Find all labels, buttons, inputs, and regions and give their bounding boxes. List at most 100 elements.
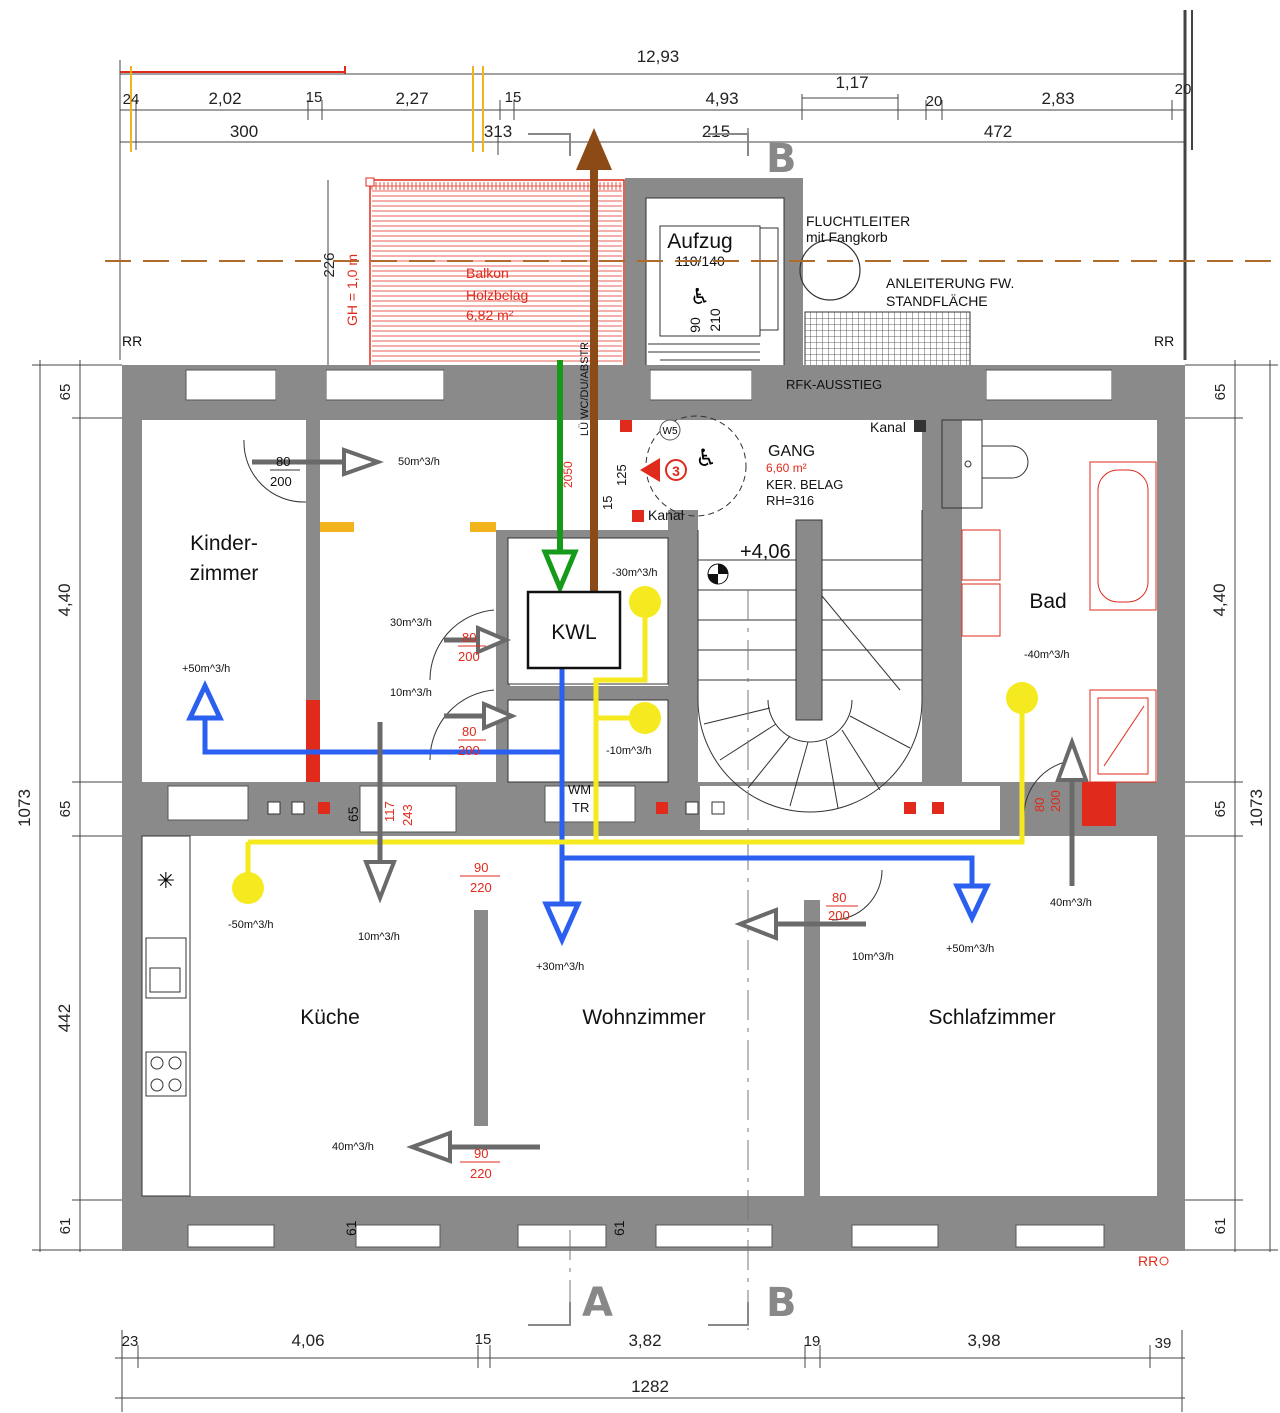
turning-circle [645,415,747,517]
svg-text:80: 80 [1032,798,1047,812]
kanal-label-1: Kanal [870,419,906,435]
fire-access-label: ANLEITERUNG FW. [886,275,1014,291]
room-kinderzimmer-line2: zimmer [190,562,259,585]
svg-text:243: 243 [400,804,415,826]
flow-label: 40m^3/h [1050,897,1092,909]
fire-access-label-2: STANDFLÄCHE [886,293,988,309]
dim-top-2: 2,02 [208,89,241,108]
kanal-label-2: Kanal [648,507,684,523]
dim-bottom-2: 4,06 [291,1331,324,1350]
escape-ladder-label: FLUCHTLEITER [806,213,910,229]
room-schlafzimmer: Schlafzimmer [928,1006,1055,1029]
wall-dim-65: 65 [345,806,361,822]
flow-label: 10m^3/h [852,951,894,963]
flow-label: 50m^3/h [398,456,440,468]
balcony-red-lines [120,66,484,152]
section-b-top: B [766,136,797,182]
dim-left-total: 1073 [15,789,34,827]
section-a-bottom: A [582,1280,613,1326]
room-tr: TR [572,800,589,815]
dim-bottom-total: 1282 [631,1377,669,1396]
shaft-text: LÜ WC/DU/ABSTR [579,342,591,436]
room-gang-height: RH=316 [766,493,814,508]
yellow-marker-2 [470,522,496,532]
wheelchair-icon-hall: ♿ [695,444,717,472]
hall-dim-125: 125 [614,464,629,486]
svg-text:90: 90 [474,860,488,875]
svg-text:80: 80 [462,724,476,739]
svg-text:80: 80 [462,630,476,645]
level-target-icon [707,563,729,585]
dim-left-2: 4,40 [55,583,74,616]
elevator-dim1: 90 [687,317,703,333]
dim-top-9: 2,83 [1041,89,1074,108]
kwl-unit [526,590,622,670]
dim-bottom-6: 3,98 [967,1331,1000,1350]
svg-text:200: 200 [270,474,292,489]
escape-ladder-label-2: mit Fangkorb [806,229,888,245]
elevator-dim2: 210 [707,308,723,332]
marker-3-icon [665,459,687,481]
dim-left-3: 65 [57,801,74,818]
dim-bottom-3: 15 [475,1331,492,1348]
w5-icon [659,419,681,441]
dim-left-5: 61 [57,1218,74,1235]
balcony-area: 6,82 m² [466,307,514,323]
dim-left-4: 442 [55,1004,74,1032]
dim-bottom-4: 3,82 [628,1331,661,1350]
svg-text:80: 80 [832,890,846,905]
dim-bottom-7: 39 [1155,1335,1172,1352]
windows-bottom [187,1224,1105,1248]
dim-top-7: 1,17 [835,73,868,92]
flow-label: -50m^3/h [228,919,274,931]
hall-dim-15: 15 [600,496,615,510]
dim-right-1: 65 [1212,384,1229,401]
room-gang: GANG [768,443,815,460]
staircase [697,510,923,813]
svg-text:80: 80 [276,454,290,469]
rr-right: RR [1154,333,1174,349]
flow-label: +30m^3/h [536,961,584,973]
room-kinderzimmer-line1: Kinder- [190,532,258,555]
svg-text:220: 220 [470,880,492,895]
rr-bottom: RR [1138,1253,1158,1269]
interior [142,420,1157,1196]
svg-text:220: 220 [470,1166,492,1181]
wheelchair-icon: ♿ [690,285,710,310]
flow-label: -40m^3/h [1024,649,1070,661]
flow-label: 30m^3/h [390,617,432,629]
svg-text:90: 90 [474,1146,488,1161]
dim-top-4: 2,27 [395,89,428,108]
elevator-label: Aufzug [667,230,732,253]
svg-text:200: 200 [458,649,480,664]
wall-dim-61b: 61 [611,1220,627,1236]
room-kueche: Küche [300,1006,360,1029]
side-dimensions [32,360,1278,1252]
balcony-floor: Holzbelag [466,287,528,303]
dim-top-total: 12,93 [637,47,680,66]
dim-bottom-1: 23 [122,1333,139,1350]
balcony [365,177,625,367]
dim-bottom-5: 19 [804,1333,821,1350]
level-mark: +4,06 [740,541,791,563]
shafts [267,420,1116,826]
flow-label: -10m^3/h [606,745,652,757]
room-gang-floor: KER. BELAG [766,477,843,492]
dim-right-2: 4,40 [1210,583,1229,616]
yellow-marker-1 [320,522,354,532]
top-dimensions [119,10,1193,360]
dim-top2-4: 472 [984,122,1012,141]
kwl-label: KWL [551,621,597,644]
rfk-label: RFK-AUSSTIEG [786,377,882,392]
bottom-dimensions [115,1330,1185,1412]
dim-top-5: 15 [505,89,522,106]
svg-text:200: 200 [1048,790,1063,812]
flow-label: 10m^3/h [390,687,432,699]
section-b-bottom: B [766,1280,797,1326]
svg-text:117: 117 [382,801,397,822]
dim-top-10: 20 [1175,81,1192,98]
dim-top-3: 15 [306,89,323,106]
flow-label: 40m^3/h [332,1141,374,1153]
dim-right-3: 65 [1212,801,1229,818]
